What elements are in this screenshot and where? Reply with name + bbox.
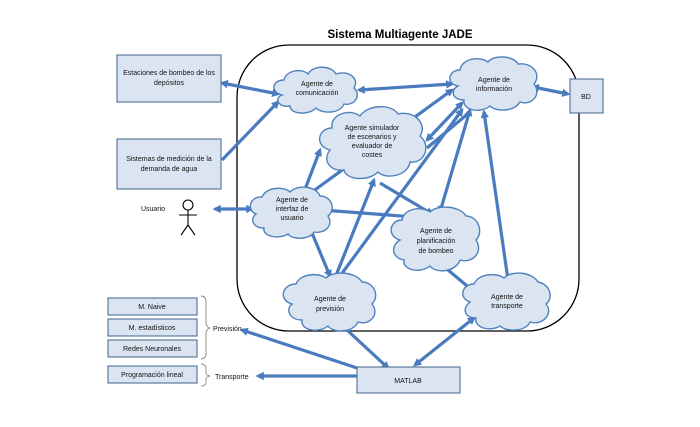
external-box-estaciones: Estaciones de bombeo de los depósitos xyxy=(116,54,222,103)
method-box-lineal: Programación lineal xyxy=(107,365,198,384)
estaciones-label-line1: Estaciones de bombeo de los xyxy=(123,70,215,77)
agent-informacion-cloud: Agente de información xyxy=(449,56,538,111)
edge-informacion-bd xyxy=(530,84,571,97)
agent-prevision-line2: previsión xyxy=(316,306,344,313)
connections xyxy=(212,80,571,381)
method-box-naive: M. Naive xyxy=(107,297,198,316)
edge-prevision-simulador xyxy=(333,177,376,279)
medicion-label-line2: demanda de agua xyxy=(141,166,198,173)
agent-comunicacion-line1: Agente de xyxy=(301,81,333,88)
agent-interfaz-line2: interfaz de xyxy=(276,206,309,213)
method-box-estadisticos: M. estadísticos xyxy=(107,318,198,337)
agent-simulador-line1: Agente simulador xyxy=(345,125,400,132)
user-actor-icon xyxy=(179,199,197,236)
edge-matlab-prevision-group xyxy=(239,327,358,370)
edge-medicion-comunicacion xyxy=(220,100,280,162)
agent-prevision-line1: Agente de xyxy=(314,296,346,303)
edge-planificacion-informacion xyxy=(437,107,473,215)
agent-planificacion-line3: de bombeo xyxy=(418,248,453,255)
matlab-label: MATLAB xyxy=(394,378,422,385)
edge-interfaz-simulador xyxy=(302,147,322,193)
agent-transporte-line1: Agente de xyxy=(491,294,523,301)
external-box-medicion: Sistemas de medición de la demanda de ag… xyxy=(116,138,222,190)
agent-simulador-line2: de escenarios y xyxy=(347,134,397,141)
jade-system-boundary xyxy=(236,44,580,332)
edge-transporte-informacion xyxy=(480,109,510,281)
method-redes-label: Redes Neuronales xyxy=(123,346,181,353)
transporte-group-label: Transporte xyxy=(215,374,249,381)
method-estadisticos-label: M. estadísticos xyxy=(129,325,176,332)
method-box-redes: Redes Neuronales xyxy=(107,339,198,358)
agent-informacion-line2: información xyxy=(476,86,512,93)
usuario-label: Usuario xyxy=(141,206,165,213)
agent-comunicacion-cloud: Agente de comunicación xyxy=(273,66,358,114)
method-naive-label: M. Naive xyxy=(138,304,166,311)
prevision-group-label: Previsión xyxy=(213,326,242,333)
agent-planificacion-cloud: Agente de planificación de bombeo xyxy=(390,206,481,272)
diagram-title: Sistema Multiagente JADE xyxy=(327,29,472,41)
edge-interfaz-prevision xyxy=(310,232,332,279)
agent-interfaz-line1: Agente de xyxy=(276,197,308,204)
edge-comunicacion-informacion xyxy=(356,80,455,94)
agent-planificacion-line1: Agente de xyxy=(420,228,452,235)
agent-simulador-cloud: Agente simulador de escenarios y evaluad… xyxy=(319,106,427,180)
agent-transporte-cloud: Agente de transporte xyxy=(462,272,551,331)
transporte-group-brace xyxy=(200,363,211,387)
estaciones-label-line2: depósitos xyxy=(154,80,184,87)
medicion-label-line1: Sistemas de medición de la xyxy=(126,156,212,163)
agent-simulador-line3: evaluador de xyxy=(352,143,393,150)
agent-prevision-cloud: Agente de previsión xyxy=(282,272,377,332)
prevision-group-brace xyxy=(200,295,211,360)
agent-interfaz-cloud: Agente de interfaz de usuario xyxy=(249,186,333,239)
agent-simulador-line4: costes xyxy=(362,152,383,159)
edge-prevision-matlab xyxy=(345,328,390,370)
bd-label: BD xyxy=(581,94,591,101)
agent-interfaz-line3: usuario xyxy=(281,215,304,222)
agent-planificacion-line2: planificación xyxy=(417,238,456,245)
edge-matlab-transporte xyxy=(413,316,476,367)
external-box-matlab: MATLAB xyxy=(356,366,461,394)
agent-informacion-line1: Agente de xyxy=(478,77,510,84)
method-lineal-label: Programación lineal xyxy=(121,372,183,379)
edge-estaciones-comunicacion xyxy=(219,80,281,97)
agent-comunicacion-line2: comunicación xyxy=(296,90,339,97)
external-box-bd: BD xyxy=(569,78,604,114)
agent-transporte-line2: transporte xyxy=(491,303,523,310)
